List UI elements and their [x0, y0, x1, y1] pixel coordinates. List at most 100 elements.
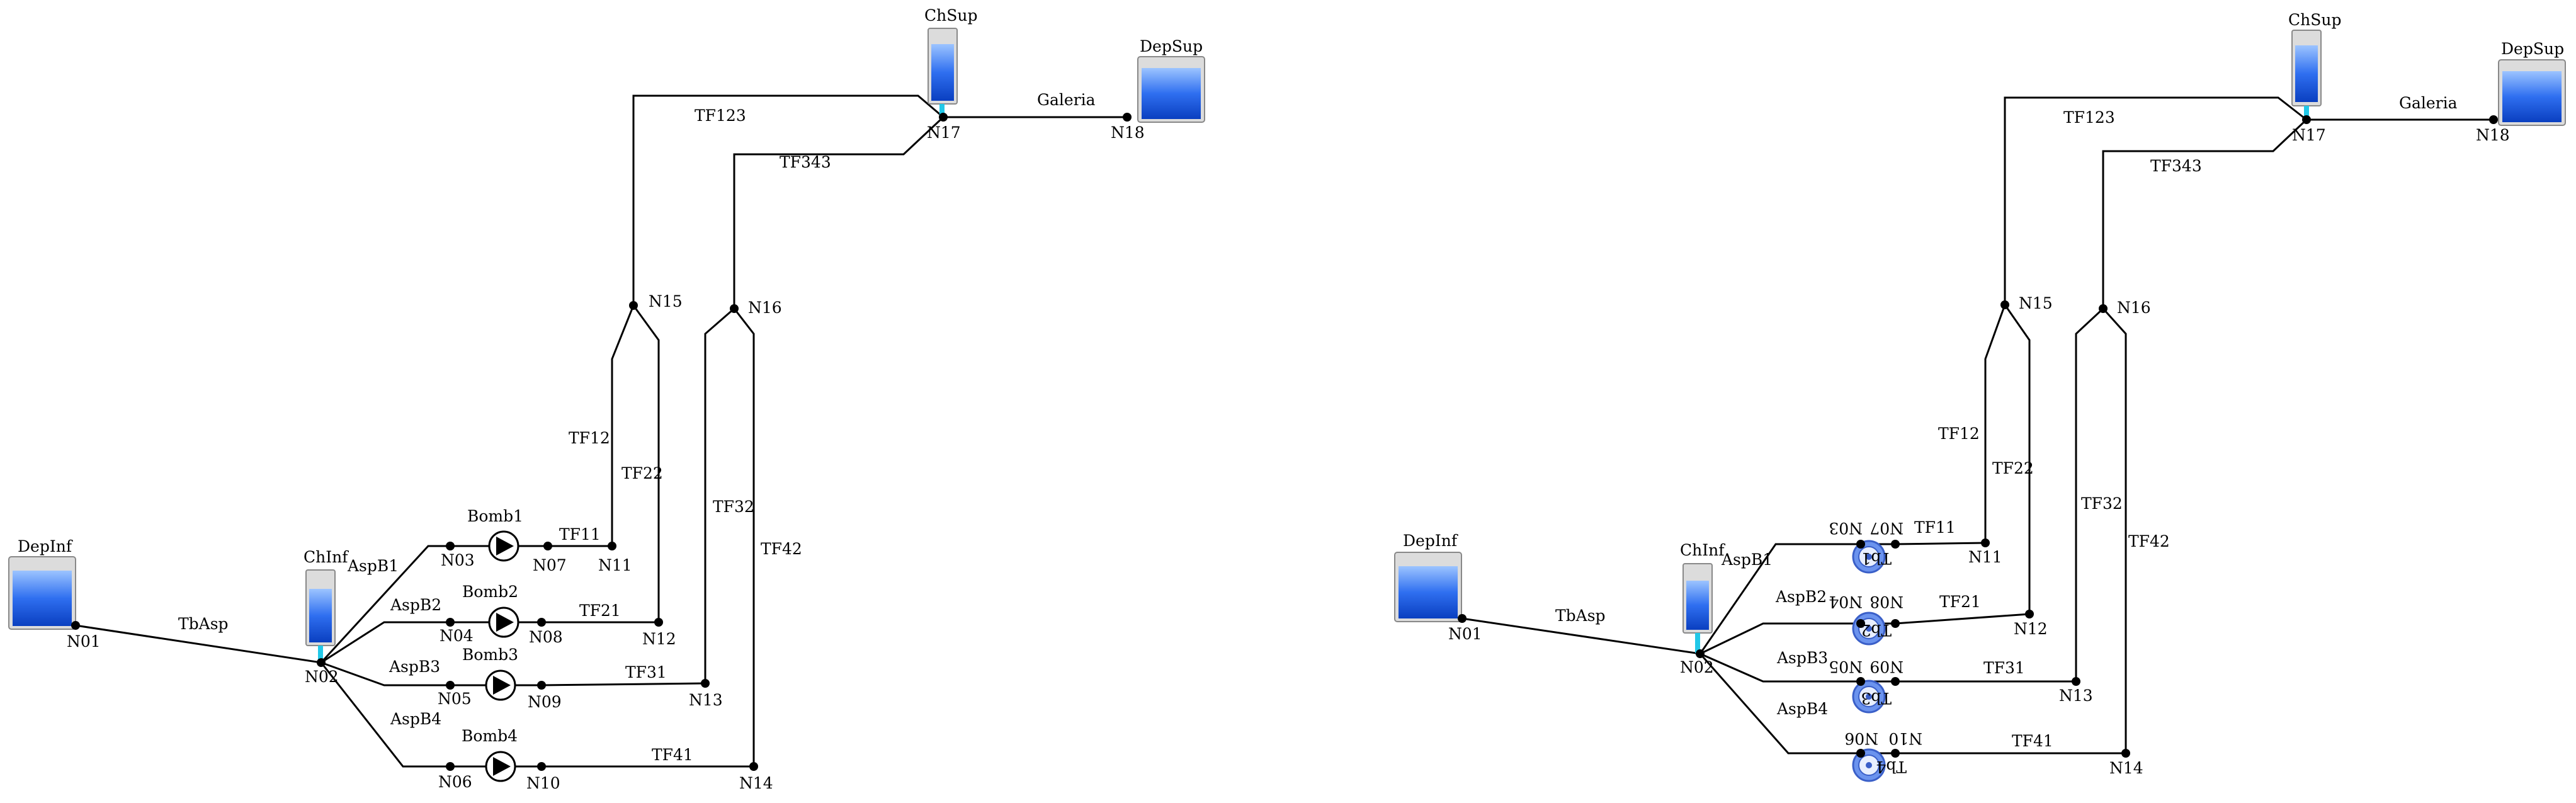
- pipe-aspb3[interactable]: [321, 661, 450, 686]
- chimney-chsup[interactable]: [2291, 30, 2322, 120]
- node-n01[interactable]: [1458, 614, 1467, 623]
- node-n06[interactable]: [1856, 749, 1865, 758]
- pipe-tf31[interactable]: [541, 682, 706, 686]
- node-label-n11: N11: [1968, 548, 2002, 566]
- node-n03[interactable]: [1856, 540, 1865, 549]
- pipe-tf21[interactable]: [1895, 613, 2030, 625]
- pipe-aspb3[interactable]: [1699, 652, 1861, 683]
- pump-bomb1[interactable]: [488, 530, 519, 562]
- pipe-tf42[interactable]: [2102, 307, 2127, 753]
- node-n16[interactable]: [2099, 304, 2108, 313]
- node-n09[interactable]: [1891, 677, 1900, 686]
- pump-label-bomb4: Bomb4: [462, 727, 518, 745]
- node-label-n09: N09: [1870, 658, 1904, 676]
- pipe-tf12[interactable]: [611, 305, 635, 546]
- pipe-label-tf123: TF123: [695, 106, 746, 125]
- pipe-tf42[interactable]: [733, 308, 755, 766]
- pipe-aspb4[interactable]: [320, 662, 450, 768]
- node-n14[interactable]: [2121, 749, 2130, 758]
- node-n15[interactable]: [2000, 300, 2009, 309]
- pipe-tbasp[interactable]: [75, 624, 322, 664]
- pipe-label-tbasp: TbAsp: [178, 615, 229, 633]
- node-n03[interactable]: [446, 542, 455, 550]
- node-n09[interactable]: [537, 681, 546, 690]
- node-n05[interactable]: [1856, 677, 1865, 686]
- pump-bomb3[interactable]: [485, 669, 516, 701]
- pipe-label-aspb4: AspB4: [390, 710, 441, 728]
- node-n05[interactable]: [446, 681, 455, 690]
- tank-depinf[interactable]: [1394, 552, 1462, 622]
- pump-label-bomb1: Bomb1: [467, 507, 523, 525]
- chimney-label-upper: ChSup: [2288, 11, 2341, 29]
- node-n04[interactable]: [1856, 619, 1865, 628]
- node-label-n06: N06: [1844, 729, 1878, 748]
- chimney-chinf[interactable]: [305, 569, 336, 661]
- node-n04[interactable]: [446, 618, 455, 627]
- pipe-aspb2[interactable]: [1699, 622, 1861, 655]
- node-n06[interactable]: [446, 762, 455, 771]
- turbine-tb1[interactable]: [1852, 540, 1886, 574]
- pipe-label-aspb2: AspB2: [390, 596, 441, 614]
- pipe-label-tf22: TF22: [1992, 459, 2034, 477]
- node-n13[interactable]: [701, 679, 710, 688]
- tank-depinf[interactable]: [8, 556, 76, 630]
- pipe-label-tf123: TF123: [2063, 108, 2115, 127]
- pipe-tf343[interactable]: [733, 116, 945, 309]
- node-n15[interactable]: [629, 301, 638, 310]
- pipe-label-aspb3: AspB3: [389, 658, 440, 676]
- node-label-n04: N04: [440, 627, 474, 645]
- tank-depsup[interactable]: [1137, 56, 1205, 123]
- node-n11[interactable]: [608, 542, 616, 550]
- pipe-tf123[interactable]: [632, 94, 944, 305]
- pipe-tbasp[interactable]: [1461, 617, 1701, 655]
- node-n17[interactable]: [2302, 115, 2311, 124]
- pipe-tf343[interactable]: [2102, 118, 2308, 309]
- pipe-aspb2[interactable]: [321, 621, 450, 664]
- pipe-label-tf32: TF32: [713, 498, 754, 516]
- tank-depsup[interactable]: [2498, 59, 2566, 126]
- node-n18[interactable]: [2489, 115, 2498, 124]
- chimney-chinf[interactable]: [1682, 563, 1713, 653]
- node-n11[interactable]: [1981, 538, 1990, 547]
- pipe-label-galeria: Galeria: [2399, 94, 2458, 112]
- node-n07[interactable]: [543, 542, 552, 550]
- node-n14[interactable]: [749, 762, 758, 771]
- node-n02[interactable]: [1696, 649, 1705, 658]
- pipe-tf11[interactable]: [1895, 542, 1986, 545]
- node-n12[interactable]: [2025, 610, 2034, 618]
- node-n01[interactable]: [71, 621, 80, 630]
- node-label-n07: N07: [1870, 519, 1904, 537]
- turbine-tb3[interactable]: [1852, 680, 1886, 714]
- pipe-aspb1[interactable]: [320, 545, 450, 664]
- pipe-tf22[interactable]: [2004, 304, 2031, 614]
- node-label-n05: N05: [1829, 658, 1863, 676]
- pipe-label-tf32: TF32: [2081, 494, 2123, 513]
- pipe-tf22[interactable]: [632, 305, 660, 622]
- pipe-tf32[interactable]: [704, 307, 735, 683]
- node-n17[interactable]: [939, 113, 948, 122]
- pump-bomb2[interactable]: [488, 607, 519, 638]
- pipe-label-tf12: TF12: [1938, 424, 1980, 443]
- pipe-tf32[interactable]: [2075, 307, 2104, 681]
- node-n10[interactable]: [1891, 749, 1900, 758]
- node-n16[interactable]: [730, 304, 739, 313]
- node-n10[interactable]: [537, 762, 546, 771]
- node-n12[interactable]: [654, 618, 663, 627]
- pipe-tf12[interactable]: [1984, 304, 2006, 543]
- chimney-label-upper: ChSup: [924, 6, 977, 25]
- node-n13[interactable]: [2072, 677, 2080, 686]
- pipe-label-tf41: TF41: [652, 746, 693, 764]
- node-n08[interactable]: [537, 618, 546, 627]
- node-n02[interactable]: [317, 658, 326, 667]
- pipe-tf123[interactable]: [2004, 96, 2307, 305]
- pump-bomb4[interactable]: [485, 751, 516, 782]
- pipe-label-tf343: TF343: [2150, 157, 2202, 175]
- pipe-aspb1[interactable]: [1699, 543, 1861, 654]
- pipe-aspb4[interactable]: [1699, 653, 1861, 755]
- node-label-n12: N12: [642, 630, 676, 648]
- node-n18[interactable]: [1123, 113, 1132, 122]
- node-n08[interactable]: [1891, 619, 1900, 628]
- chimney-chsup[interactable]: [928, 28, 958, 118]
- node-label-n02: N02: [305, 668, 339, 686]
- node-n07[interactable]: [1891, 540, 1900, 549]
